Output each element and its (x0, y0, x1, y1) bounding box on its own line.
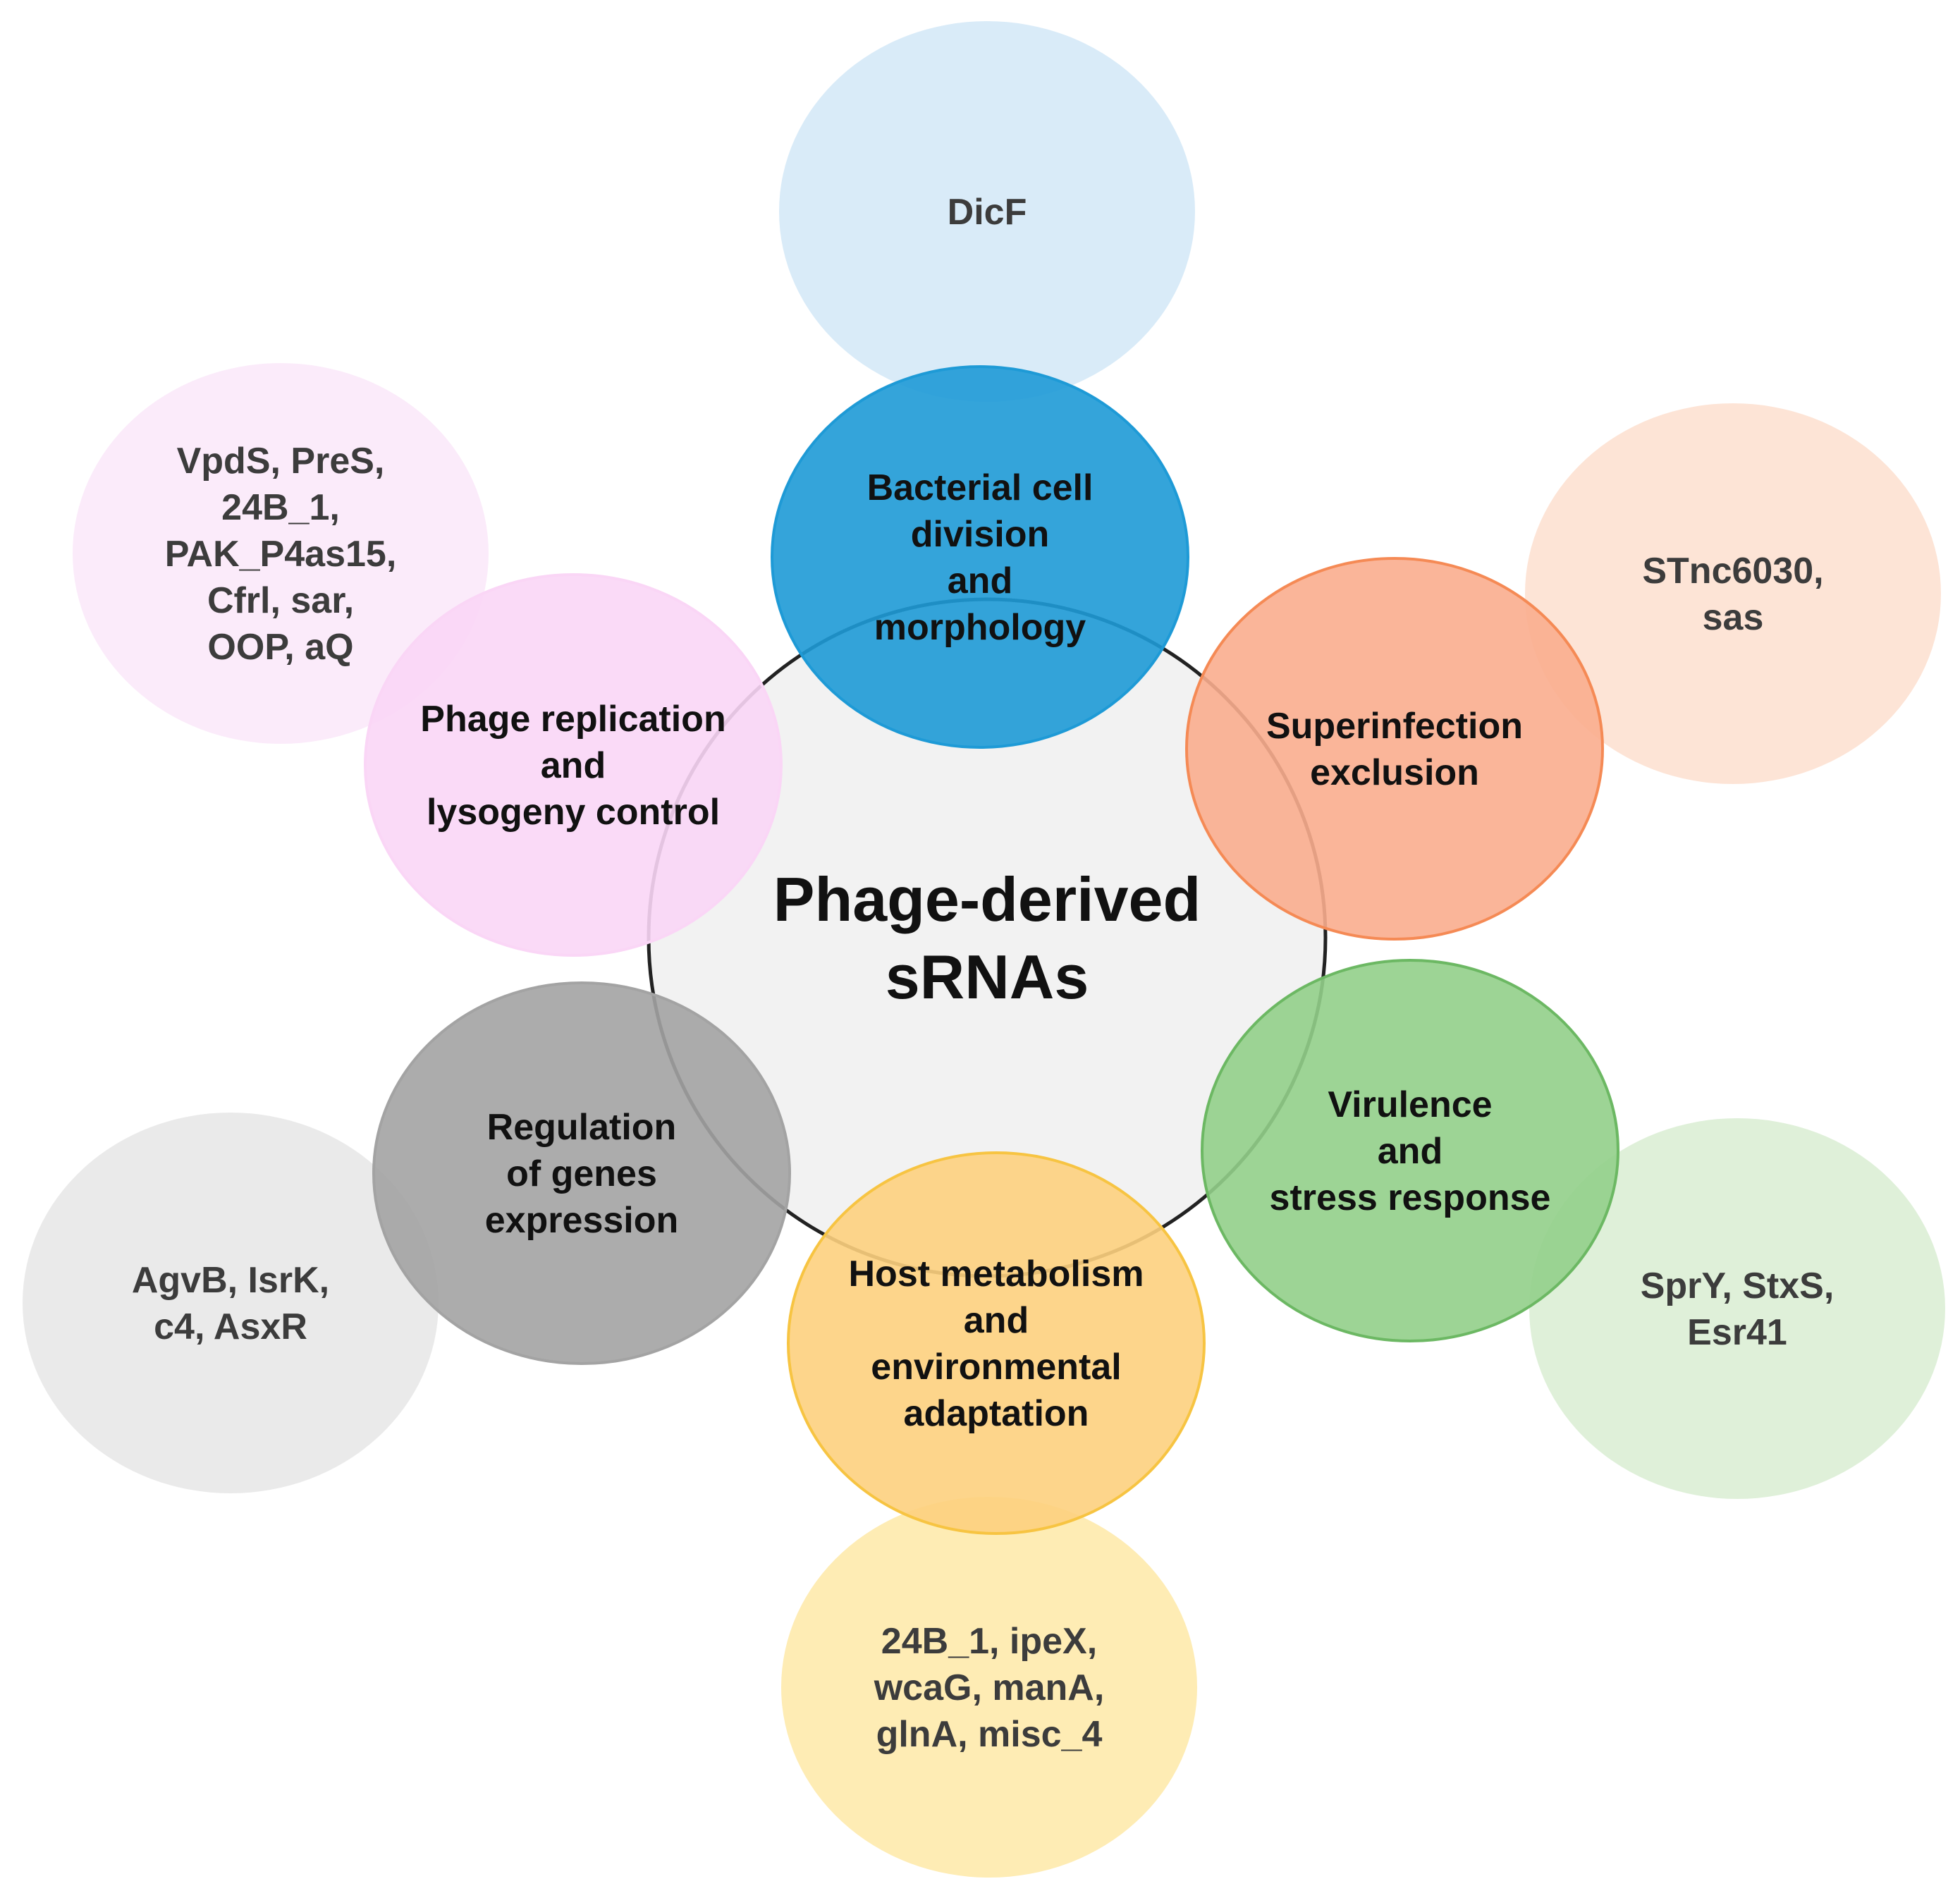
category-label-regulation-genes-line: of genes (506, 1153, 657, 1194)
example-bubble-virulence-stress (1529, 1118, 1945, 1499)
category-label-regulation-genes-line: expression (485, 1200, 679, 1241)
category-label-bacterial-cell-division-line: division (911, 514, 1049, 555)
example-label-phage-replication-line: 24B_1, (221, 487, 340, 528)
example-label-regulation-genes-line: AgvB, IsrK, (132, 1260, 329, 1301)
category-label-regulation-genes: Regulation of genes expression (485, 1107, 679, 1241)
category-label-bacterial-cell-division-line: morphology (874, 607, 1086, 648)
example-label-superinfection-exclusion-line: sas (1703, 597, 1764, 638)
center-title-line: Phage-derived (773, 864, 1201, 934)
center-title: Phage-derived sRNAs (773, 864, 1201, 1012)
category-label-virulence-stress-line: Virulence (1328, 1084, 1492, 1125)
category-label-host-metabolism-line: Host metabolism (849, 1254, 1144, 1294)
category-bubble-superinfection-exclusion (1185, 557, 1604, 941)
category-label-host-metabolism-line: adaptation (904, 1393, 1089, 1434)
example-label-host-metabolism-line: glnA, misc_4 (876, 1714, 1103, 1755)
example-label-virulence-stress: SprY, StxS, Esr41 (1641, 1266, 1835, 1353)
example-label-superinfection-exclusion: STnc6030, sas (1642, 551, 1823, 638)
category-label-virulence-stress: Virulence and stress response (1270, 1084, 1551, 1218)
example-label-phage-replication-line: VpdS, PreS, (177, 441, 385, 482)
category-label-regulation-genes-line: Regulation (487, 1107, 677, 1148)
category-label-bacterial-cell-division-line: Bacterial cell (867, 467, 1094, 508)
example-label-phage-replication-line: OOP, aQ (207, 627, 353, 668)
example-label-bacterial-cell-division-line: DicF (948, 192, 1027, 233)
example-label-host-metabolism-line: wcaG, manA, (874, 1667, 1105, 1708)
category-label-superinfection-exclusion-line: Superinfection (1266, 706, 1523, 747)
category-label-virulence-stress-line: and (1378, 1131, 1443, 1172)
example-bubbles-layer (23, 21, 1945, 1878)
category-bubble-regulation-genes (372, 981, 791, 1365)
category-label-phage-replication-line: Phage replication (420, 699, 725, 740)
example-label-superinfection-exclusion-line: STnc6030, (1642, 551, 1823, 592)
example-label-virulence-stress-line: Esr41 (1687, 1312, 1787, 1353)
center-title-line: sRNAs (886, 942, 1089, 1012)
category-label-phage-replication: Phage replication and lysogeny control (420, 699, 725, 833)
category-label-phage-replication-line: and (541, 745, 606, 786)
example-label-host-metabolism: 24B_1, ipeX, wcaG, manA, glnA, misc_4 (874, 1621, 1105, 1755)
category-bubble-virulence-stress (1201, 959, 1619, 1342)
example-label-bacterial-cell-division: DicF (948, 192, 1027, 233)
example-label-regulation-genes: AgvB, IsrK, c4, AsxR (132, 1260, 329, 1347)
category-label-bacterial-cell-division-line: and (948, 561, 1012, 601)
category-label-host-metabolism-line: environmental (871, 1347, 1121, 1388)
category-label-bacterial-cell-division: Bacterial cell division and morphology (867, 467, 1094, 648)
category-label-host-metabolism: Host metabolism and environmental adaptatio… (849, 1254, 1144, 1434)
example-bubble-phage-replication (73, 363, 489, 744)
category-label-host-metabolism-line: and (964, 1300, 1029, 1341)
example-label-phage-replication-line: Cfrl, sar, (207, 580, 354, 621)
example-label-phage-replication-line: PAK_P4as15, (165, 534, 397, 575)
example-label-host-metabolism-line: 24B_1, ipeX, (881, 1621, 1097, 1662)
example-bubble-bacterial-cell-division (779, 21, 1195, 402)
example-label-regulation-genes-line: c4, AsxR (154, 1306, 307, 1347)
example-bubble-host-metabolism (781, 1497, 1197, 1878)
example-label-phage-replication: VpdS, PreS, 24B_1, PAK_P4as15, Cfrl, sar, OO… (165, 441, 397, 668)
category-label-virulence-stress-line: stress response (1270, 1177, 1551, 1218)
category-bubbles-layer: Bacterial cell division and morphology DicF S… (132, 192, 1834, 1755)
category-label-superinfection-exclusion: Superinfection exclusion (1266, 706, 1523, 793)
example-bubble-regulation-genes (23, 1113, 439, 1493)
category-label-phage-replication-line: lysogeny control (427, 792, 720, 833)
category-bubble-host-metabolism (787, 1151, 1206, 1535)
category-label-superinfection-exclusion-line: exclusion (1310, 752, 1479, 793)
example-bubble-superinfection-exclusion (1525, 403, 1941, 784)
category-bubble-bacterial-cell-division (771, 365, 1189, 749)
example-label-virulence-stress-line: SprY, StxS, (1641, 1266, 1835, 1306)
category-bubble-phage-replication (364, 573, 783, 957)
